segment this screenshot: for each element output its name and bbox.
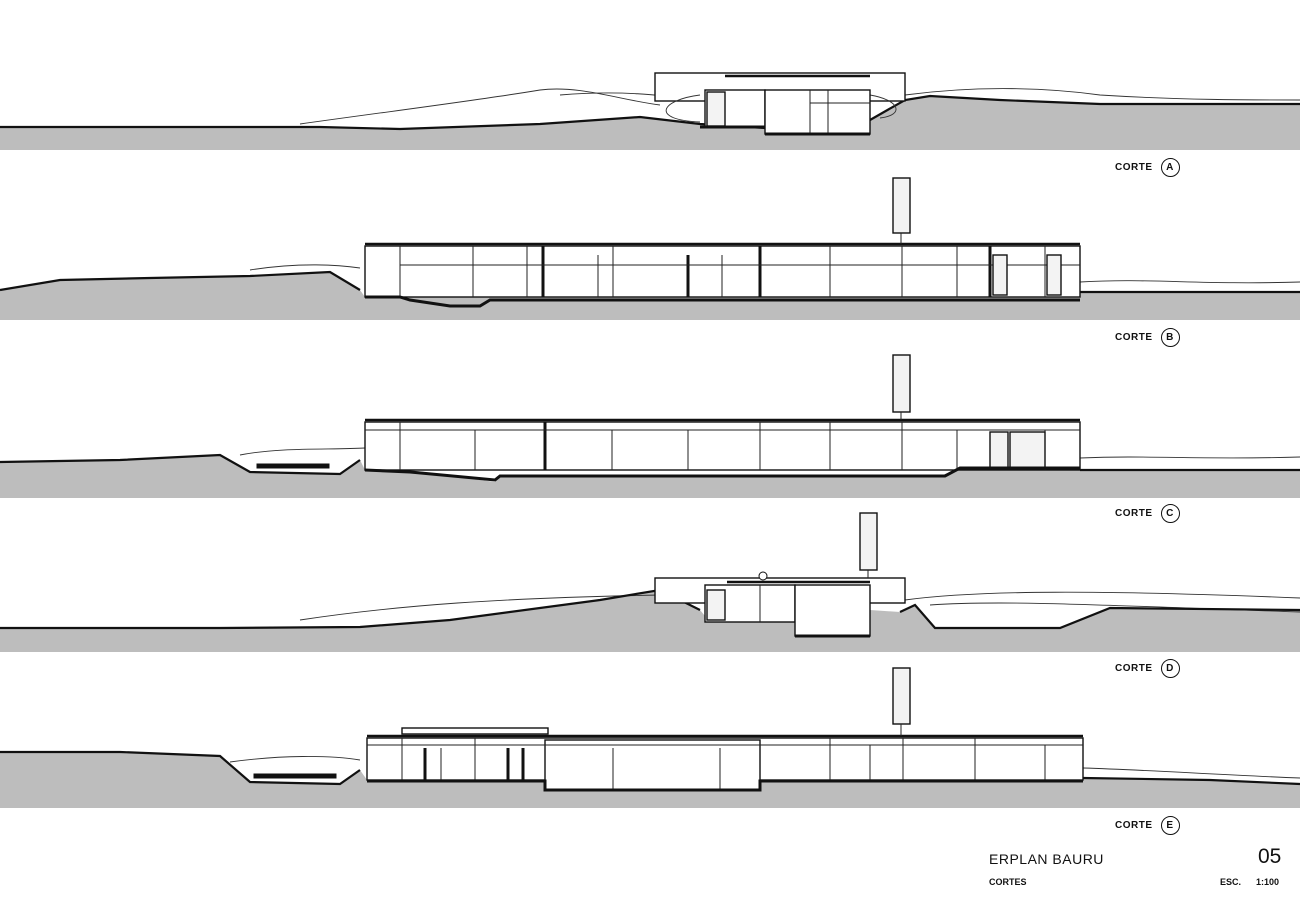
section-label-e: CORTE E	[1115, 816, 1180, 835]
scale-label: ESC.	[1220, 877, 1242, 887]
chimney	[892, 177, 911, 234]
section-label-prefix: CORTE	[1115, 820, 1153, 831]
section-label-c: CORTE C	[1115, 504, 1180, 523]
project-title: ERPLAN BAURU	[989, 851, 1104, 867]
ground-fill	[0, 272, 1300, 320]
chimney	[892, 667, 911, 725]
section-a	[0, 72, 1300, 150]
mullions	[365, 422, 1080, 470]
mullions	[399, 246, 1080, 297]
section-marker-circle: A	[1160, 158, 1180, 177]
ground-fill	[0, 752, 1300, 808]
section-marker-circle: B	[1160, 328, 1180, 347]
ground-fill	[0, 96, 1300, 150]
section-d	[0, 512, 1300, 652]
upper-roof	[401, 727, 549, 735]
section-marker-circle: C	[1160, 504, 1180, 523]
chimney	[892, 354, 911, 413]
ground-fill	[0, 590, 1300, 652]
section-label-prefix: CORTE	[1115, 162, 1153, 173]
sheet-number: 05	[1258, 845, 1282, 868]
chimney	[859, 512, 878, 571]
section-label-d: CORTE D	[1115, 659, 1180, 678]
section-label-prefix: CORTE	[1115, 663, 1153, 674]
terrain-line	[0, 94, 1300, 131]
sheet-type: CORTES	[989, 877, 1027, 887]
section-label-a: CORTE A	[1115, 158, 1180, 177]
section-e	[0, 667, 1300, 808]
section-label-prefix: CORTE	[1115, 508, 1153, 519]
section-label-prefix: CORTE	[1115, 332, 1153, 343]
section-marker-circle: E	[1160, 816, 1180, 835]
section-marker-circle: D	[1160, 659, 1180, 678]
storage-block	[706, 91, 726, 127]
building-body	[364, 421, 1081, 471]
mullions	[367, 738, 1083, 790]
section-label-b: CORTE B	[1115, 328, 1180, 347]
scale-value: 1:100	[1256, 877, 1280, 887]
section-c	[0, 354, 1300, 498]
section-b	[0, 177, 1300, 320]
